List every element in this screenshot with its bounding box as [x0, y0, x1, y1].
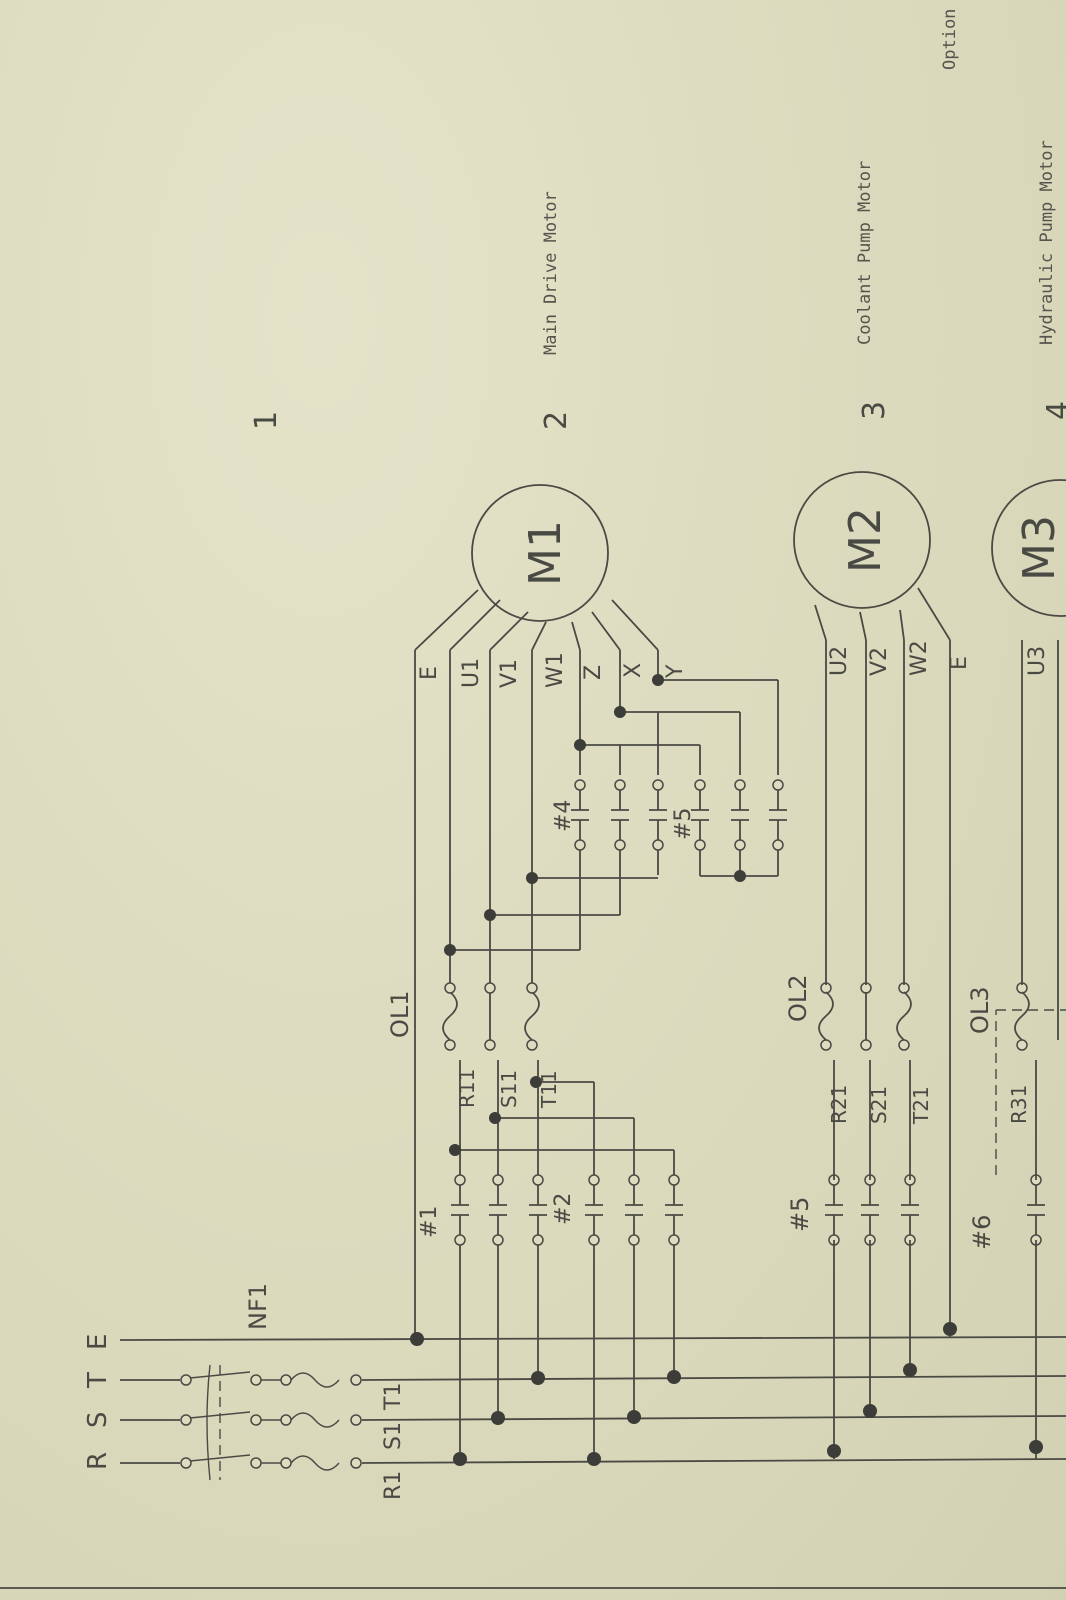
overload-terminal — [526, 1039, 538, 1051]
phase-r-label: R — [83, 1452, 113, 1470]
contact-part — [734, 839, 746, 851]
contact-part — [668, 1234, 680, 1246]
contact-part — [614, 779, 626, 791]
contact-part — [734, 779, 746, 791]
contact-part — [694, 839, 706, 851]
contact-part — [772, 839, 784, 851]
phase-t-label: T — [83, 1372, 113, 1389]
motor-m3-label: M3 — [1014, 515, 1065, 581]
contactor-5a-label: #5 — [671, 808, 696, 840]
section-3-number: 3 — [857, 401, 892, 420]
overload-terminal — [898, 1039, 910, 1051]
motor-m2-label: M2 — [840, 507, 891, 573]
m1-term-w1: W1 — [543, 652, 568, 688]
contact-part — [588, 1174, 600, 1186]
m1-term-v1: V1 — [497, 659, 522, 688]
overload-terminal — [484, 1039, 496, 1051]
hydraulic-branch: M3 — [991, 479, 1066, 1459]
m1-term-z: Z — [581, 665, 606, 680]
overload-terminal — [860, 1039, 872, 1051]
section-labels: 1 2 Main Drive Motor 3 Coolant Pump Moto… — [249, 9, 1066, 430]
m1-term-y: Y — [663, 664, 688, 679]
m1-term-x: X — [621, 663, 646, 678]
contactor-6-label: #6 — [968, 1215, 996, 1250]
phase-labels: R S T E NF1 R1 S1 T1 — [83, 1283, 406, 1500]
m2-term-w2: W2 — [907, 640, 932, 676]
contact-part — [454, 1234, 466, 1246]
supply-lines — [119, 1336, 1066, 1464]
contactor-4-label: #4 — [551, 800, 576, 832]
overload-terminal — [484, 982, 496, 994]
coolant-branch: M2 — [793, 471, 951, 1459]
m3-term-u3: U3 — [1025, 646, 1050, 676]
terminal-labels: E U1 V1 W1 Z X Y U2 V2 W2 E U3 — [417, 640, 1050, 688]
section-3-title: Coolant Pump Motor — [855, 161, 875, 345]
wire-r21-label: R21 — [827, 1085, 851, 1124]
contact-part — [614, 839, 626, 851]
section-2-title: Main Drive Motor — [541, 191, 561, 355]
load-term-s1: S1 — [381, 1422, 406, 1450]
load-term-t1: T1 — [381, 1383, 406, 1411]
breaker-nf1 — [180, 1364, 362, 1481]
wire-s11-label: S11 — [497, 1070, 521, 1108]
contact-part — [574, 839, 586, 851]
contactor-1-label: #1 — [417, 1206, 442, 1238]
phase-s-label: S — [83, 1411, 113, 1428]
section-option-title: Option — [940, 9, 960, 70]
contact-part — [652, 839, 664, 851]
contact-part — [532, 1234, 544, 1246]
overload-ol2-label: OL2 — [784, 974, 812, 1022]
device-labels: #1 #2 #4 #5 #5 #6 OL1 OL2 OL3 R11 S11 T1… — [386, 800, 1031, 1250]
contact-part — [652, 779, 664, 791]
junction-dots — [410, 674, 1043, 1466]
contact-part — [628, 1174, 640, 1186]
contact-part — [588, 1234, 600, 1246]
contact-part — [574, 779, 586, 791]
contactor-5b-label: #5 — [786, 1197, 814, 1232]
m2-term-v2: V2 — [867, 647, 892, 676]
m2-term-u2: U2 — [827, 646, 852, 676]
overload-terminal — [444, 982, 456, 994]
wire-t21-label: T21 — [909, 1086, 933, 1125]
wire-t11-label: T11 — [537, 1070, 561, 1109]
wire-r31-label: R31 — [1007, 1085, 1031, 1124]
main-drive-branch — [414, 589, 779, 1459]
load-term-r1: R1 — [381, 1471, 406, 1500]
contact-part — [772, 779, 784, 791]
overload-ol3-label: OL3 — [966, 986, 994, 1034]
overload-terminal — [1016, 1039, 1028, 1051]
contactor-2-label: #2 — [551, 1193, 576, 1225]
motor-m1-label: M1 — [520, 520, 571, 586]
contact-part — [492, 1234, 504, 1246]
phase-e-label: E — [83, 1334, 113, 1350]
section-2-number: 2 — [539, 411, 574, 430]
contact-part — [492, 1174, 504, 1186]
overload-terminal — [526, 982, 538, 994]
overload-terminal — [444, 1039, 456, 1051]
contact-part — [668, 1174, 680, 1186]
wire-r11-label: R11 — [455, 1069, 479, 1108]
contact-part — [628, 1234, 640, 1246]
motor-m1: M1 — [471, 484, 609, 622]
contact-part — [694, 779, 706, 791]
overload-ol1-label: OL1 — [386, 990, 414, 1038]
contact-part — [532, 1174, 544, 1186]
section-4-title: Hydraulic Pump Motor — [1037, 140, 1057, 345]
m2-term-e: E — [947, 656, 972, 670]
overload-terminal — [820, 1039, 832, 1051]
m1-term-e: E — [417, 666, 442, 680]
wire-s21-label: S21 — [867, 1086, 891, 1124]
section-1-number: 1 — [249, 411, 284, 430]
section-4-number: 4 — [1041, 401, 1066, 420]
m1-term-u1: U1 — [459, 658, 484, 688]
contact-part — [454, 1174, 466, 1186]
breaker-label: NF1 — [244, 1283, 272, 1330]
